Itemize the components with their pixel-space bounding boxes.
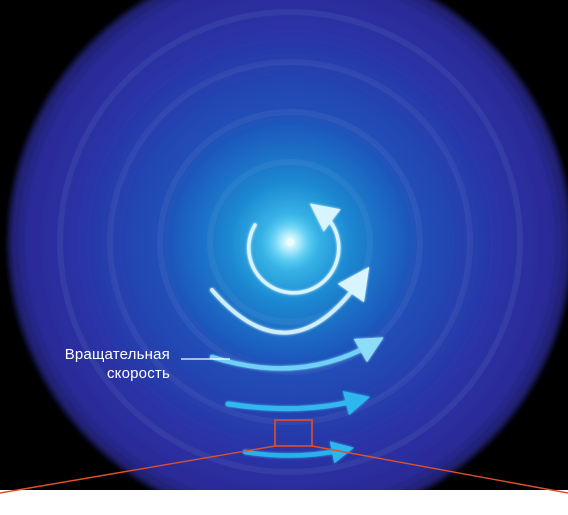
zoom-line-right <box>311 445 568 494</box>
rotation-arrow-icon <box>242 441 355 464</box>
rotation-velocity-label: Вращательная скорость <box>20 345 170 383</box>
disk-rings <box>57 9 523 475</box>
zoom-box <box>274 419 313 447</box>
rotation-velocity-label-line2: скорость <box>106 365 170 382</box>
galaxy-core <box>286 238 294 246</box>
rotation-velocity-label-line1: Вращательная <box>64 346 170 363</box>
rotation-arrow-icon <box>209 337 384 371</box>
page-bottom <box>0 490 568 515</box>
zoom-line-left <box>0 445 276 494</box>
rotation-arrow-icon <box>247 203 341 295</box>
rotation-arrow-icon <box>225 391 371 416</box>
rotation-arrow-icon <box>210 266 370 335</box>
